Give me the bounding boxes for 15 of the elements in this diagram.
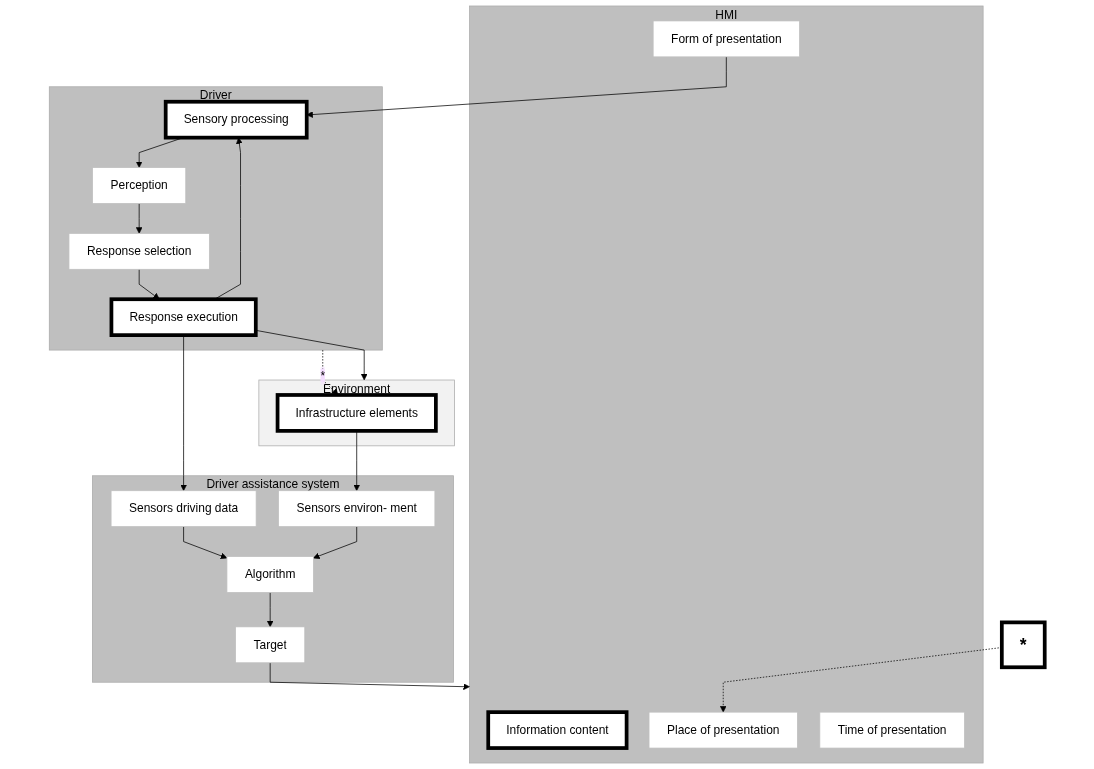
node-box: Information content	[486, 710, 629, 750]
node-box: Time of presentation	[819, 711, 965, 749]
node-box: Form of presentation	[652, 20, 800, 58]
node-box: Algorithm	[226, 556, 314, 593]
node-box: Sensors driving data	[110, 490, 257, 527]
node-box: Target	[235, 626, 306, 664]
node-box: Response selection	[68, 233, 210, 270]
node-box: Infrastructure elements	[275, 393, 438, 433]
node-box: *	[999, 620, 1047, 670]
node-box: Response execution	[109, 297, 258, 337]
node-box: Sensors environ- ment	[278, 490, 436, 527]
edge-label: *	[320, 369, 326, 382]
node-box: Perception	[92, 167, 187, 204]
node-box: Sensory processing	[163, 99, 309, 140]
node-box: Place of presentation	[648, 711, 798, 749]
